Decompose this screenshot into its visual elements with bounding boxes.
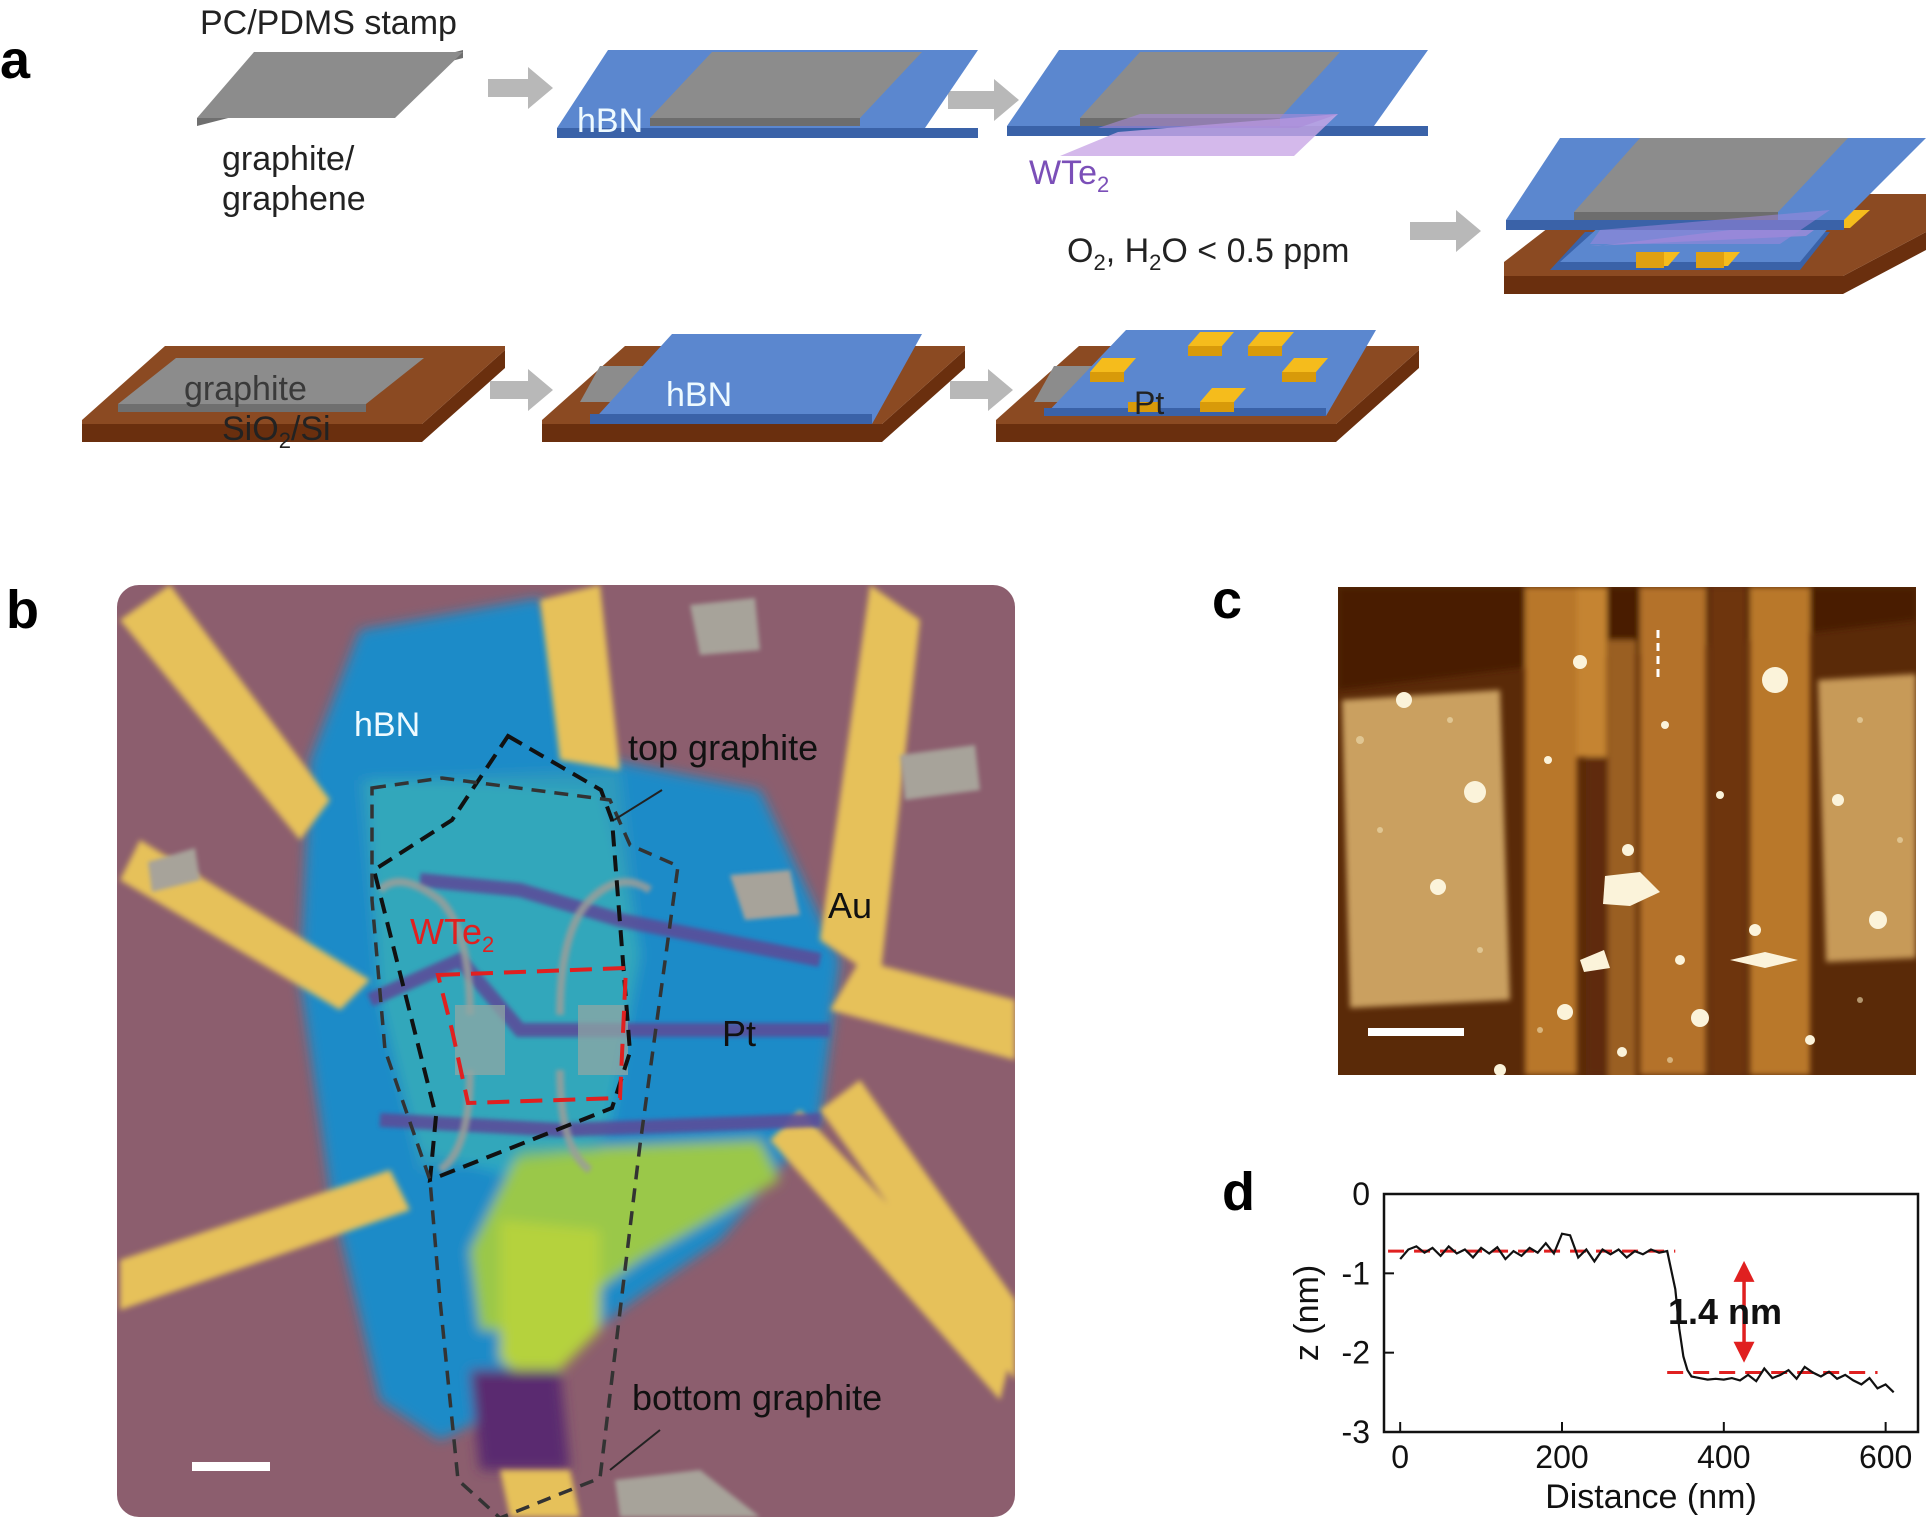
- y-tick-label: -2: [1342, 1335, 1370, 1371]
- top-graphite-outline: [371, 733, 633, 1184]
- process-arrow-3: [1410, 210, 1481, 252]
- panel-c-letter: c: [1212, 570, 1242, 630]
- wte2-pickup-illustration: [1007, 50, 1428, 156]
- graphite-graphene-label-line2: graphene: [222, 180, 366, 218]
- height-profile-line: [1399, 1232, 1895, 1394]
- x-tick-label: 400: [1697, 1439, 1750, 1475]
- pt-contacts-illustration: [996, 330, 1419, 442]
- stamp-label: PC/PDMS stamp: [200, 4, 457, 42]
- hbn-on-graphite-illustration: [542, 334, 965, 442]
- wte2-label-a: WTe2: [1029, 154, 1109, 197]
- panel-c: c: [1212, 570, 1916, 1075]
- top-graphite-pointer: [613, 789, 663, 821]
- process-arrow-1: [488, 67, 553, 109]
- pt-label-b: Pt: [722, 1013, 756, 1054]
- graphite-graphene-label-line1: graphite/: [222, 140, 355, 178]
- panel-a: a PC/PDMS stamp graphite/ graphene hBN: [0, 4, 1926, 453]
- panel-a-letter: a: [0, 30, 31, 90]
- y-tick-label: -1: [1342, 1255, 1370, 1291]
- au-label: Au: [828, 885, 872, 926]
- plot-frame: [1382, 1192, 1920, 1434]
- wte2-label-b: WTe2: [410, 911, 494, 957]
- bottom-graphite-outline: [370, 776, 680, 1517]
- x-tick-label: 0: [1391, 1439, 1409, 1475]
- pt-label-a: Pt: [1134, 385, 1164, 421]
- afm-image: [1338, 587, 1916, 1075]
- process-arrow-5: [950, 369, 1013, 411]
- bottom-graphite-label: bottom graphite: [632, 1377, 882, 1418]
- scale-bar-b: [192, 1462, 270, 1471]
- y-tick-label: 0: [1352, 1176, 1370, 1212]
- process-arrow-2: [948, 79, 1019, 121]
- graphite-on-substrate-illustration: [82, 346, 505, 442]
- x-axis-label: Distance (nm): [1545, 1478, 1757, 1516]
- graphite-bottom-label: graphite: [184, 370, 307, 408]
- scale-bar-c: [1368, 1028, 1464, 1036]
- step-height-annotation: 1.4 nm: [1668, 1291, 1782, 1332]
- process-arrow-4: [490, 369, 553, 411]
- panel-b-letter: b: [6, 580, 39, 640]
- optical-micrograph: [117, 585, 1015, 1517]
- atmosphere-condition: O2, H2O < 0.5 ppm: [1067, 232, 1349, 275]
- hbn-on-stamp-illustration: [557, 50, 978, 138]
- x-tick-label: 600: [1859, 1439, 1912, 1475]
- final-stack-illustration: [1504, 138, 1926, 294]
- hbn-label-b: hBN: [354, 706, 420, 744]
- hbn-top-label: hBN: [577, 102, 643, 140]
- stamp-illustration: [197, 50, 463, 126]
- x-tick-label: 200: [1535, 1439, 1588, 1475]
- substrate-label: SiO2/Si: [222, 410, 331, 453]
- panel-b: b: [6, 580, 1015, 1517]
- panel-d-letter: d: [1222, 1162, 1255, 1222]
- y-axis-label: z (nm): [1288, 1265, 1326, 1361]
- bottom-graphite-pointer: [609, 1429, 661, 1471]
- y-tick-label: -3: [1342, 1414, 1370, 1450]
- hbn-bottom-label: hBN: [666, 376, 732, 414]
- top-graphite-label: top graphite: [628, 727, 818, 768]
